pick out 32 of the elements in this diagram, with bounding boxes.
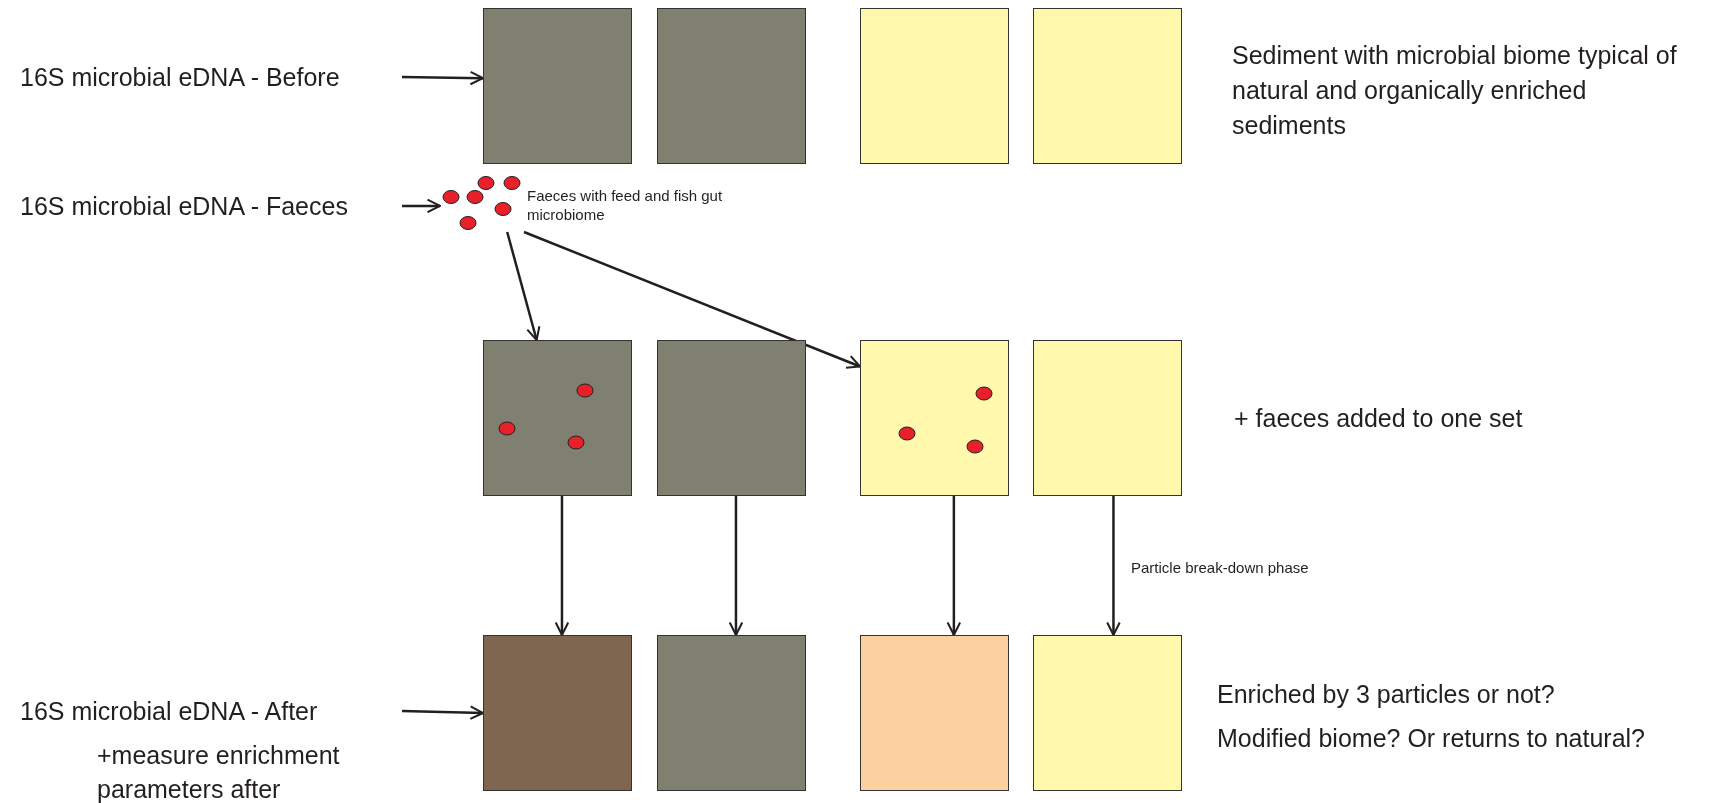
question-text: Modified biome? Or returns to natural? — [1217, 723, 1645, 753]
description-text: Sediment with microbial biome typical of natural and organically enriched sediments — [1232, 40, 1678, 141]
sediment-square — [657, 8, 806, 164]
faeces-particles-drawing — [440, 174, 524, 232]
sediment-square — [860, 8, 1009, 164]
sediment-square — [860, 635, 1009, 791]
sediment-square — [483, 8, 632, 164]
phase-label: Particle break-down phase — [1131, 558, 1309, 578]
arrow — [402, 198, 441, 214]
note-text: +measure enrichment parameters after — [97, 740, 341, 803]
description-text: + faeces added to one set — [1234, 403, 1523, 433]
arrow — [554, 496, 570, 636]
sediment-square — [657, 635, 806, 791]
arrow — [946, 496, 962, 636]
sediment-square — [1033, 8, 1182, 164]
sample-label: 16S microbial eDNA - Before — [20, 62, 402, 92]
sediment-square — [1033, 340, 1182, 496]
question-text: Enriched by 3 particles or not? — [1217, 679, 1555, 709]
node-caption: Faeces with feed and fish gut microbiome — [527, 186, 724, 224]
arrow — [728, 496, 744, 636]
sample-label: 16S microbial eDNA - After — [20, 696, 402, 726]
arrow — [523, 230, 861, 369]
arrow — [401, 705, 484, 720]
arrow — [506, 231, 541, 341]
sediment-square — [483, 340, 632, 496]
sediment-square — [1033, 635, 1182, 791]
sample-label: 16S microbial eDNA - Faeces — [20, 191, 402, 221]
sediment-square — [483, 635, 632, 791]
arrow — [1106, 496, 1121, 636]
arrow — [402, 70, 484, 86]
sediment-square — [657, 340, 806, 496]
sediment-square — [860, 340, 1009, 496]
